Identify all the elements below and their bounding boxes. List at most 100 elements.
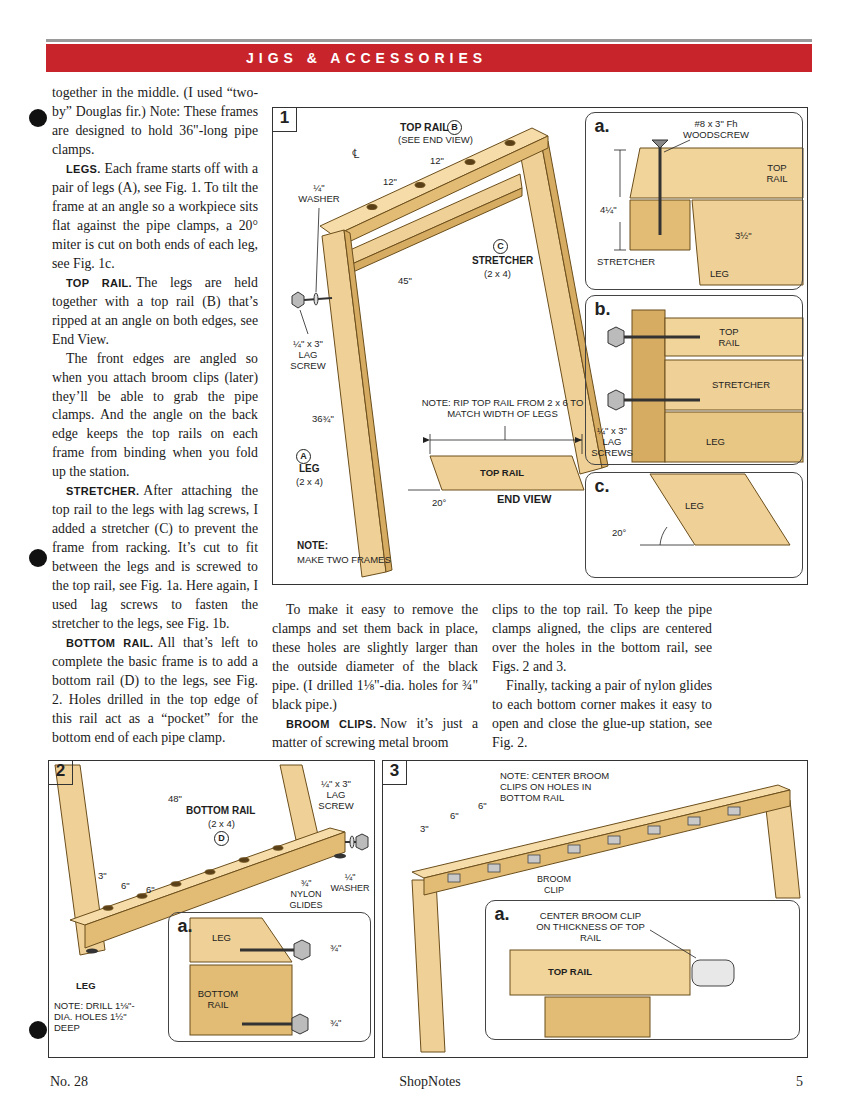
figure-panel: 3 a. [382, 760, 808, 1058]
figure-number: 1 [273, 108, 297, 132]
body-paragraph: STRETCHER.After attaching the top rail t… [52, 482, 258, 634]
part-label: TOP RAIL [760, 162, 794, 184]
detail-letter: a. [495, 904, 510, 925]
part-label: 6" [450, 810, 459, 821]
part-label: ¾" NYLON GLIDES [286, 878, 326, 911]
figure-number: 2 [49, 761, 73, 785]
body-text: To make it easy to remove the clamps and… [272, 602, 478, 712]
part-label: BOTTOM RAIL [186, 805, 255, 816]
text-column: To make it easy to remove the clamps and… [272, 601, 478, 753]
part-label: ¼" WASHER [296, 182, 342, 204]
detail-letter: c. [595, 476, 610, 497]
detail-panel: c. [585, 472, 803, 578]
detail-letter: b. [595, 299, 611, 320]
body-paragraph: TOP RAIL.The legs are held together with… [52, 274, 258, 350]
part-label: ¼" x 3" LAG SCREWS [591, 425, 633, 458]
header-band: JIGS & ACCESSORIES [46, 44, 812, 72]
part-label: BOTTOM RAIL [196, 988, 240, 1010]
part-label: ¾" [330, 942, 341, 953]
part-label: NOTE: RIP TOP RAIL FROM 2 x 6 TO MATCH W… [420, 397, 585, 419]
part-label: 45" [398, 275, 412, 286]
part-label: LEG [710, 268, 729, 279]
part-label: 20° [612, 527, 626, 538]
part-label: LEG [76, 980, 96, 991]
part-label: ¾" [330, 1017, 341, 1028]
part-label: 4¼" [600, 204, 617, 215]
figure-number: 3 [383, 761, 407, 785]
part-label: 3" [420, 823, 429, 834]
part-label: STRETCHER [472, 255, 533, 266]
body-text: clips to the top rail. To keep the pipe … [492, 602, 712, 674]
part-label: 6" [121, 880, 130, 891]
part-label: 12" [430, 155, 444, 166]
callout-letter: B [447, 120, 462, 135]
part-label: MAKE TWO FRAMES [297, 554, 391, 565]
part-label: (2 x 4) [296, 476, 323, 487]
part-label: #8 x 3" Fh WOODSCREW [680, 118, 752, 140]
part-label: BROOM CLIP [534, 874, 574, 896]
body-paragraph: clips to the top rail. To keep the pipe … [492, 601, 712, 677]
run-in-head: TOP RAIL. [66, 277, 132, 289]
detail-letter: a. [178, 916, 193, 937]
detail-panel: a. [485, 900, 800, 1040]
part-label: TOP RAIL [548, 966, 592, 977]
part-label: 48" [168, 793, 182, 804]
body-paragraph: The front edges are angled so when you a… [52, 350, 258, 483]
body-text: After attaching the top rail to the legs… [52, 483, 258, 631]
part-label: END VIEW [497, 494, 551, 505]
page-footer: No. 28 [50, 1074, 88, 1090]
part-label: 6" [146, 884, 155, 895]
part-label: 20° [432, 497, 446, 508]
part-label: LEG [212, 932, 231, 943]
part-label: STRETCHER [597, 256, 655, 267]
body-text: All that’s left to complete the basic fr… [52, 635, 258, 745]
body-text: Each frame starts off with a pair of leg… [52, 161, 258, 271]
part-label: LEG [706, 436, 725, 447]
part-label: ¼" x 3" LAG SCREW [316, 778, 356, 811]
part-label: NOTE: CENTER BROOM CLIPS ON HOLES IN BOT… [500, 770, 612, 803]
part-label: (2 x 4) [208, 818, 235, 829]
body-text: Finally, tacking a pair of nylon glides … [492, 678, 712, 750]
body-text: The front edges are angled so when you a… [52, 351, 258, 480]
text-column: together in the middle. (I used “two-by”… [52, 84, 258, 748]
part-label: TOP RAIL [400, 122, 449, 133]
part-label: (SEE END VIEW) [398, 134, 473, 145]
body-paragraph: To make it easy to remove the clamps and… [272, 601, 478, 715]
page-footer: ShopNotes [395, 1074, 465, 1090]
part-label: LEG [299, 463, 320, 474]
run-in-head: BROOM CLIPS. [286, 718, 376, 730]
part-label: STRETCHER [712, 379, 770, 390]
part-label: LEG [685, 500, 704, 511]
part-label: 3½" [735, 230, 752, 241]
run-in-head: STRETCHER. [66, 485, 139, 497]
callout-letter: D [214, 831, 229, 846]
part-label: NOTE: [297, 540, 328, 551]
part-label: ℄ [352, 148, 359, 159]
detail-letter: a. [595, 116, 610, 137]
part-label: TOP RAIL [480, 467, 524, 478]
body-paragraph: BOTTOM RAIL.All that’s left to complete … [52, 634, 258, 748]
body-text: together in the middle. (I used “two-by”… [52, 85, 258, 157]
part-label: (2 x 4) [484, 268, 511, 279]
callout-letter: C [493, 239, 508, 254]
callout-letter: A [296, 449, 311, 464]
part-label: 12" [383, 176, 397, 187]
body-paragraph: BROOM CLIPS.Now it’s just a matter of sc… [272, 715, 478, 753]
part-label: ¼" WASHER [330, 872, 370, 894]
run-in-head: BOTTOM RAIL. [66, 637, 153, 649]
run-in-head: LEGS. [66, 163, 101, 175]
part-label: 36¾" [312, 413, 334, 424]
part-label: TOP RAIL [712, 326, 746, 348]
part-label: 3" [98, 870, 107, 881]
part-label: ¼" x 3" LAG SCREW [287, 338, 329, 371]
page-footer: 5 [796, 1074, 803, 1090]
part-label: CENTER BROOM CLIP ON THICKNESS OF TOP RA… [533, 910, 648, 943]
body-paragraph: together in the middle. (I used “two-by”… [52, 84, 258, 160]
part-label: NOTE: DRILL 1⅛"-DIA. HOLES 1½" DEEP [54, 1000, 149, 1033]
header-title: JIGS & ACCESSORIES [246, 50, 487, 66]
text-column: clips to the top rail. To keep the pipe … [492, 601, 712, 753]
part-label: 6" [478, 800, 487, 811]
body-paragraph: Finally, tacking a pair of nylon glides … [492, 677, 712, 753]
body-paragraph: LEGS.Each frame starts off with a pair o… [52, 160, 258, 274]
